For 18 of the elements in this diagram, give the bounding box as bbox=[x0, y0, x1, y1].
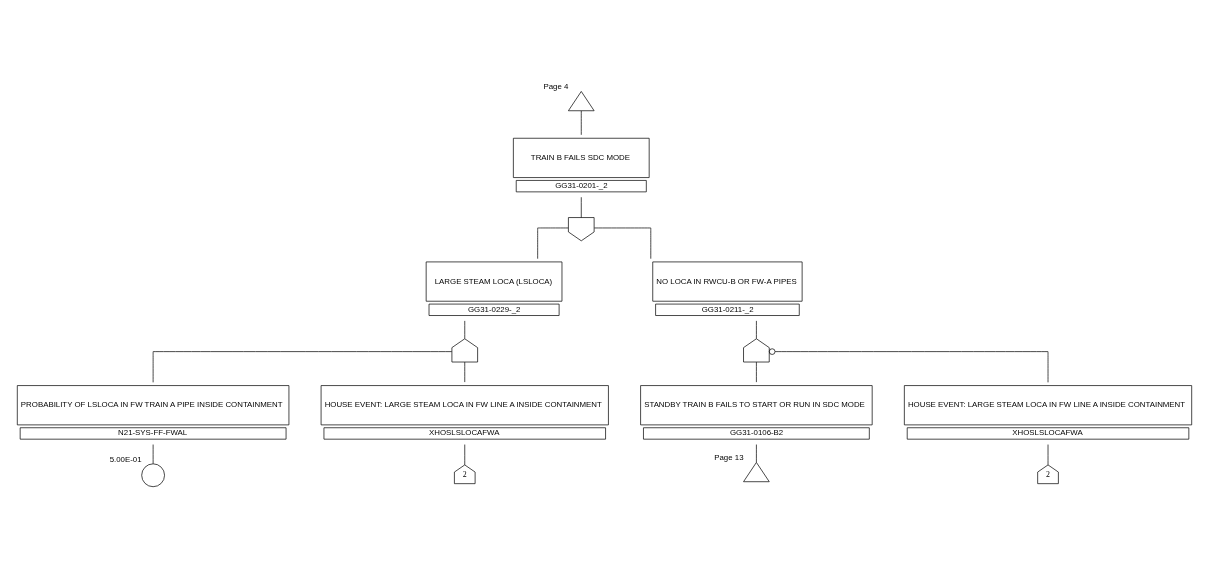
node-label: 5.00E-01 bbox=[109, 454, 142, 464]
connector bbox=[756, 361, 757, 383]
node-or bbox=[568, 217, 595, 242]
connector bbox=[580, 196, 582, 218]
connector bbox=[768, 348, 1049, 383]
connector bbox=[537, 227, 569, 260]
connector bbox=[756, 320, 757, 339]
node-label: Page 4 bbox=[543, 82, 569, 92]
node-label: Page 13 bbox=[714, 453, 744, 463]
node-triangle bbox=[743, 462, 770, 483]
node-and bbox=[743, 338, 770, 363]
connector bbox=[464, 444, 466, 466]
node-and bbox=[451, 338, 478, 363]
connector bbox=[152, 351, 453, 383]
connector bbox=[464, 361, 466, 383]
node-circle bbox=[141, 463, 165, 488]
node-triangle bbox=[568, 91, 595, 112]
connector bbox=[756, 444, 757, 463]
